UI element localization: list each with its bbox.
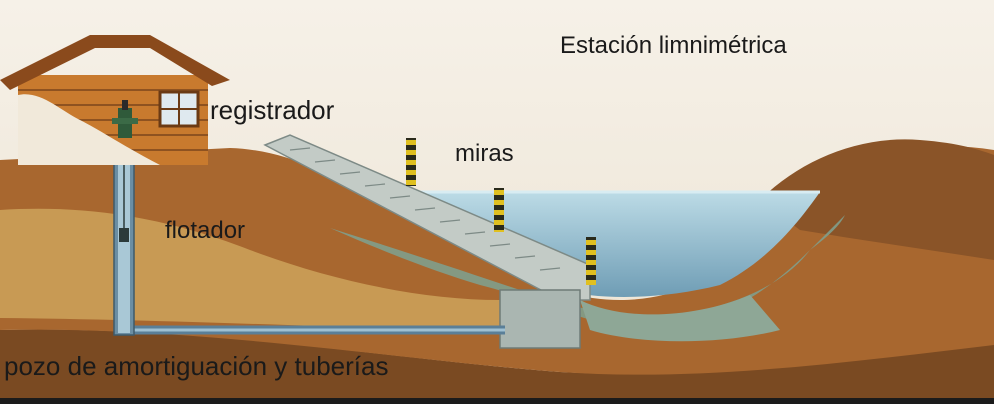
label-registrador: registrador (210, 95, 335, 125)
staff-gauge-icon (586, 237, 596, 285)
water-body (420, 192, 820, 297)
label-flotador: flotador (165, 217, 246, 244)
intake-box (499, 289, 581, 349)
riverbed-lower (580, 295, 780, 342)
recorder-icon (112, 100, 138, 138)
stair-steps (289, 147, 561, 271)
soil-bottom-layer (0, 329, 994, 404)
float-icon (119, 228, 129, 242)
staff-gauge-icon (406, 138, 416, 186)
right-hill (760, 139, 994, 260)
label-pozo: pozo de amortiguación y tuberías (4, 351, 389, 381)
label-miras: miras (455, 140, 514, 167)
bottom-edge (0, 398, 994, 404)
diagram-title: Estación limnimétrica (560, 32, 787, 59)
staff-gauge-icon (494, 188, 504, 232)
